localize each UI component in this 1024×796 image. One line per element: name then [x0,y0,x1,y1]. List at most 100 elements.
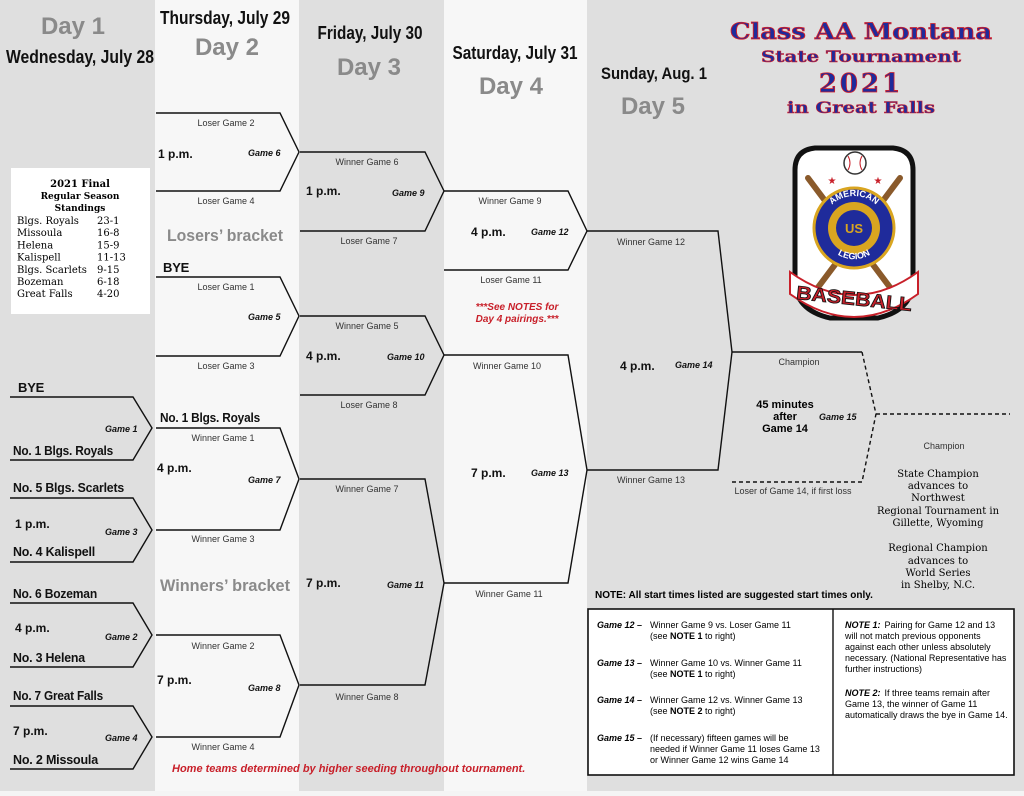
day3-game11-bottom: Winner Game 8 [335,692,398,702]
standings-team: Blgs. Royals [17,216,79,227]
pairing-line-2-part: (see [650,706,670,716]
standings-team: Missoula [17,228,62,239]
day2-number: Day 2 [195,34,259,61]
title-line-4: in Great Falls [787,98,935,117]
game6-bracket [156,112,300,192]
day2-game8-top: Winner Game 2 [191,641,254,651]
pairing-line-2: (see NOTE 2 to right) [650,706,736,716]
pairings-list: Game 12 –Winner Game 9 vs. Loser Game 11… [597,620,820,765]
day4-game13-bottom: Winner Game 11 [475,589,542,599]
day2-game8-time: 7 p.m. [157,673,192,687]
day4-game13-label: Game 13 [531,468,569,478]
day3-game10-top: Winner Game 5 [335,321,398,331]
day2-column [155,0,299,791]
day1-game2-top: No. 6 Bozeman [13,586,97,601]
day1-game3-time: 1 p.m. [15,517,50,531]
day4-column [444,0,587,791]
day3-game10-label: Game 10 [387,352,425,362]
pairing-line-2: (see NOTE 1 to right) [650,669,736,679]
standings-box: 2021 Final Regular Season Standings Blgs… [11,168,150,314]
pairing-line-2-part: to right) [703,631,736,641]
standings-title-1: 2021 Final [50,179,110,190]
pairing-line-3: or Winner Game 12 wins Game 14 [650,755,789,765]
logo-ring-bottom: LEGION [837,247,872,261]
day4-game13-top: Winner Game 10 [473,361,541,371]
pairing-line-2-part: NOTE 2 [670,706,703,716]
baseball-icon [843,151,867,175]
advancement-text: State Champion advances to Northwest Reg… [877,469,1000,591]
day2-game6-time: 1 p.m. [158,147,193,161]
day4-game12-top: Winner Game 9 [478,196,541,206]
pairing-line-2-part: needed if Winner Game 11 loses Game 13 [650,744,820,754]
day3-game10-bottom: Loser Game 8 [340,400,397,410]
pairing-game: Game 15 – [597,733,642,743]
day3-game9-bottom: Loser Game 7 [340,236,397,246]
day1-game3-bottom: No. 4 Kalispell [13,544,95,559]
state-line-5: Gillette, Wyoming [892,518,984,529]
logo-center: US [845,221,863,236]
note1-head: NOTE 1: [845,620,881,630]
day5-game15-bottom: Loser of Game 14, if first loss [734,486,852,496]
day4-game12-time: 4 p.m. [471,225,506,239]
day5-game14-label: Game 14 [675,360,713,370]
game8-bracket [156,634,300,738]
standings-team: Kalispell [17,253,61,264]
game2-bracket [10,602,153,668]
day2-game6-top: Loser Game 2 [197,118,254,128]
pairing-line-2-part: (see [650,669,670,679]
day4-number: Day 4 [479,73,544,100]
svg-text:LEGION: LEGION [837,247,872,261]
pairing-line-1: Winner Game 10 vs. Winner Game 11 [650,658,802,668]
day1-game1-label: Game 1 [105,424,138,434]
day5-game15-top: Champion [778,357,819,367]
day3-game9-time: 1 p.m. [306,184,341,198]
day1-game4-time: 7 p.m. [13,724,48,738]
pairing-line-2-part: to right) [703,669,736,679]
day2-game5-top: Loser Game 1 [197,282,254,292]
game7-bracket [156,427,300,531]
note2-text: If three teams remain after [885,688,991,698]
star-icon: ★ [828,176,837,187]
pairing-line-1: Winner Game 12 vs. Winner Game 13 [650,695,803,705]
day5-game14-top: Winner Game 12 [617,237,685,247]
day1-game3-label: Game 3 [105,527,138,537]
pairing-line-2: needed if Winner Game 11 loses Game 13 [650,744,820,754]
day3-game9-top: Winner Game 6 [335,157,398,167]
day2-game6-bottom: Loser Game 4 [197,196,254,206]
game15-dashed-lines [732,351,1010,483]
standings-record: 23-1 [97,216,119,227]
note1-line: further instructions) [845,664,922,674]
day5-game14-bottom: Winner Game 13 [617,475,685,485]
title-line-3: 2021 [819,69,903,99]
standings-record: 4-20 [97,289,119,300]
title-line-1: Class AA Montana [730,19,992,45]
state-line-1: State Champion [897,469,979,480]
day1-game2-bottom: No. 3 Helena [13,650,86,665]
notes-alert-line-2: Day 4 pairings.*** [476,314,560,325]
day2-date: Thursday, July 29 [160,8,290,28]
day3-game10-time: 4 p.m. [306,349,341,363]
losers-bracket-title: Losers’ bracket [167,226,283,245]
day1-column [0,0,155,791]
day4-game13-time: 7 p.m. [471,466,506,480]
day2-game8-bottom: Winner Game 4 [191,742,254,752]
day4-date: Saturday, July 31 [453,43,578,63]
note1-line: against each other unless absolutely [845,642,991,652]
tournament-title: Class AA Montana State Tournament 2021 i… [730,19,993,118]
home-teams-note: Home teams determined by higher seeding … [172,763,525,775]
day1-game2-time: 4 p.m. [15,621,50,635]
standings-title-3: Standings [55,204,106,214]
region-line-3: World Series [906,568,971,579]
day2-game7-bottom: Winner Game 3 [191,534,254,544]
pairing-game: Game 13 – [597,658,642,668]
day5-number: Day 5 [621,93,685,120]
pairing-line-2-part: (see [650,631,670,641]
day1-game3-top: No. 5 Blgs. Scarlets [13,480,124,495]
standings-record: 11-13 [97,253,126,264]
day3-game9-label: Game 9 [392,188,425,198]
note2-line: NOTE 2:If three teams remain after [845,688,990,698]
state-line-4: Regional Tournament in [877,506,1000,517]
note1-line: will not match previous opponents [844,631,981,641]
